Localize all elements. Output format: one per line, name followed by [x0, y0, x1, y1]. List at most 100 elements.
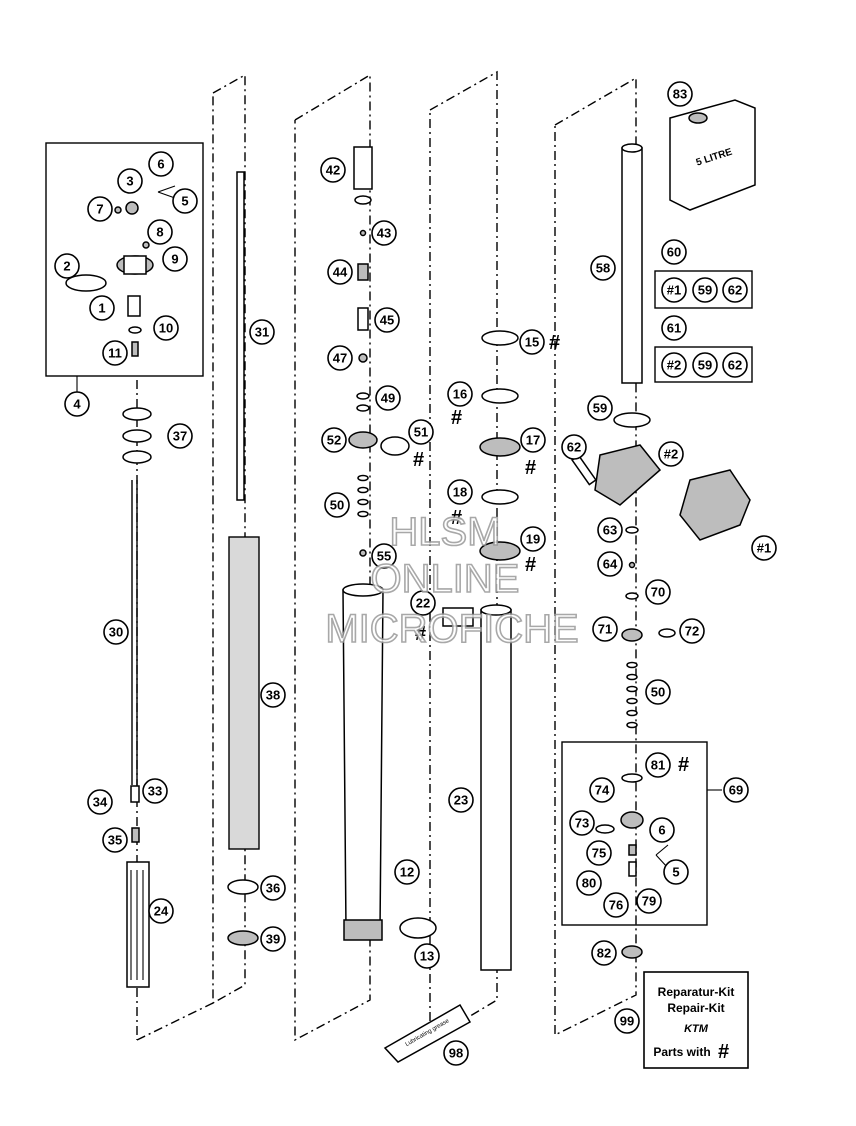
- svg-text:#2: #2: [664, 447, 678, 462]
- callout-1: 1: [89, 295, 115, 321]
- kit61-1: #2: [661, 352, 687, 378]
- callout-52: 52: [321, 427, 347, 453]
- callout-16: 16: [447, 381, 473, 407]
- callout-34: 34: [87, 789, 113, 815]
- svg-text:72: 72: [685, 624, 699, 639]
- callout-11: 11: [102, 340, 128, 366]
- callout-82: 82: [591, 940, 617, 966]
- repair-kit-brand: KTM: [684, 1023, 709, 1035]
- watermark: HLSM ONLINE MICROFICHE: [325, 509, 580, 652]
- hash-18: #: [451, 507, 462, 529]
- callout-30: 30: [103, 619, 129, 645]
- svg-text:63: 63: [603, 523, 617, 538]
- svg-text:10: 10: [159, 321, 173, 336]
- svg-text:42: 42: [326, 163, 340, 178]
- svg-text:59: 59: [698, 283, 712, 298]
- kit60-3: 62: [722, 277, 748, 303]
- callout-12: 12: [394, 859, 420, 885]
- callout-71: 71: [592, 616, 618, 642]
- svg-text:71: 71: [598, 622, 612, 637]
- callout-74: 74: [589, 777, 615, 803]
- callout-clamp-1: #1: [751, 535, 777, 561]
- callout-6: 6: [148, 151, 174, 177]
- callout-33: 33: [142, 778, 168, 804]
- callout-3: 3: [117, 168, 143, 194]
- svg-text:81: 81: [651, 758, 665, 773]
- svg-text:59: 59: [698, 358, 712, 373]
- svg-text:82: 82: [597, 946, 611, 961]
- oil-can: 5 LITRE: [669, 99, 756, 211]
- callout-75: 75: [586, 840, 612, 866]
- repair-kit-line1: Reparatur-Kit: [658, 985, 735, 999]
- callout-62: 62: [561, 434, 587, 460]
- callout-50a: 50: [324, 492, 350, 518]
- callout-43: 43: [371, 220, 397, 246]
- callout-36: 36: [260, 875, 286, 901]
- svg-text:98: 98: [449, 1046, 463, 1061]
- svg-text:#1: #1: [667, 283, 681, 298]
- repair-kit-box: Reparatur-Kit Repair-Kit KTM Parts with …: [643, 971, 749, 1069]
- svg-text:36: 36: [266, 881, 280, 896]
- callout-44: 44: [327, 259, 353, 285]
- svg-text:52: 52: [327, 433, 341, 448]
- callout-22: 22: [410, 590, 436, 616]
- svg-text:15: 15: [525, 335, 539, 350]
- svg-text:62: 62: [728, 358, 742, 373]
- hash-81: #: [678, 754, 689, 776]
- callout-5: 5: [172, 188, 198, 214]
- callout-18: 18: [447, 479, 473, 505]
- svg-text:75: 75: [592, 846, 606, 861]
- callout-24: 24: [148, 898, 174, 924]
- hash-19: #: [525, 554, 536, 576]
- svg-text:99: 99: [620, 1014, 634, 1029]
- callout-7: 7: [87, 196, 113, 222]
- hash-22: #: [415, 623, 426, 645]
- callout-31: 31: [249, 319, 275, 345]
- svg-text:31: 31: [255, 325, 269, 340]
- spring-coils: [228, 536, 260, 850]
- hash-15: #: [549, 332, 560, 354]
- kit61-2: 59: [692, 352, 718, 378]
- callout-76: 76: [603, 892, 629, 918]
- svg-text:34: 34: [93, 795, 108, 810]
- svg-text:80: 80: [582, 876, 596, 891]
- callout-23: 23: [448, 787, 474, 813]
- callout-37: 37: [167, 423, 193, 449]
- callout-9: 9: [162, 246, 188, 272]
- outer-tube-panel: [342, 146, 437, 941]
- svg-text:19: 19: [526, 532, 540, 547]
- svg-text:50: 50: [651, 685, 665, 700]
- inner-tube-panel: [442, 330, 521, 971]
- callout-98: 98: [443, 1040, 469, 1066]
- callout-clamp-2: #2: [658, 441, 684, 467]
- left-rod-stack: [122, 407, 152, 988]
- svg-text:60: 60: [667, 245, 681, 260]
- cap-assembly-box: [45, 142, 204, 394]
- callout-80: 80: [576, 870, 602, 896]
- svg-text:76: 76: [609, 898, 623, 913]
- callout-61: 61: [661, 315, 687, 341]
- callout-55: 55: [371, 543, 397, 569]
- svg-text:6: 6: [157, 157, 164, 172]
- svg-text:59: 59: [593, 401, 607, 416]
- svg-text:50: 50: [330, 498, 344, 513]
- callouts: 1 2 3 4 5 6 7 8 9 10 11 12 13 15 16 17 1…: [54, 81, 777, 1066]
- svg-text:1: 1: [98, 301, 105, 316]
- svg-text:73: 73: [575, 816, 589, 831]
- svg-text:9: 9: [171, 252, 178, 267]
- callout-19: 19: [520, 526, 546, 552]
- spring-panel: [227, 171, 260, 946]
- svg-text:38: 38: [266, 688, 280, 703]
- svg-text:44: 44: [333, 265, 348, 280]
- callout-10: 10: [153, 315, 179, 341]
- callout-42: 42: [320, 157, 346, 183]
- svg-text:30: 30: [109, 625, 123, 640]
- callout-73: 73: [569, 810, 595, 836]
- svg-text:2: 2: [63, 259, 70, 274]
- svg-text:6: 6: [658, 823, 665, 838]
- svg-text:43: 43: [377, 226, 391, 241]
- svg-text:39: 39: [266, 932, 280, 947]
- callout-69: 69: [723, 777, 749, 803]
- repair-kit-hash: #: [718, 1041, 729, 1063]
